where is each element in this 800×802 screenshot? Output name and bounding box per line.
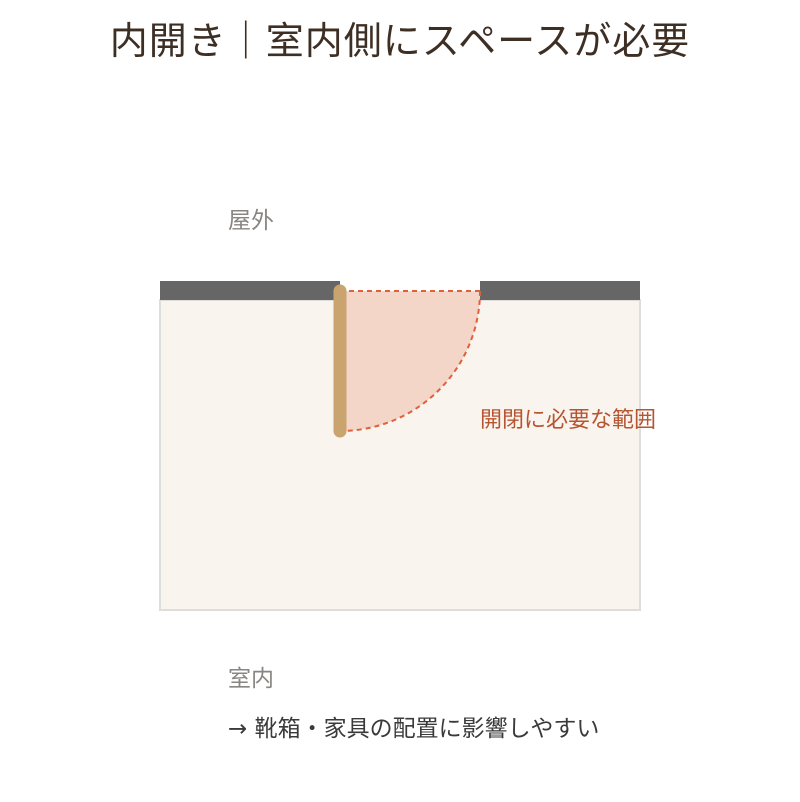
outside-label: 屋外 [228,208,274,234]
swing-range-label: 開閉に必要な範囲 [480,408,657,433]
swing-area [340,291,480,431]
wall-right [480,281,640,300]
inside-label: 室内 [228,666,274,692]
page-title: 内開き｜室内側にスペースが必要 [109,19,691,63]
swing-dashed-arc [339,290,481,432]
note-text: → 靴箱・家具の配置に影響しやすい [228,716,600,742]
wall-left [160,281,340,300]
